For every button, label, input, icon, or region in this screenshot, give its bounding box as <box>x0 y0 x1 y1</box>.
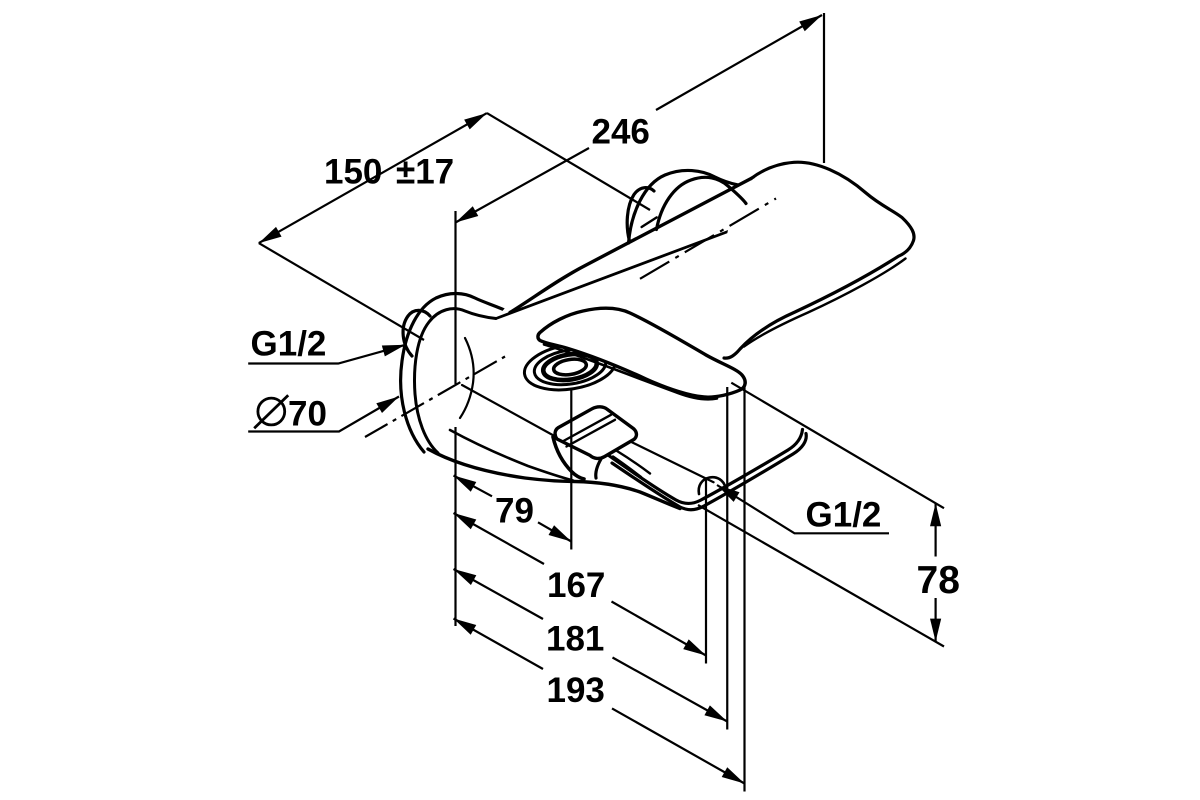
svg-text:G1/2: G1/2 <box>806 495 882 534</box>
svg-text:150: 150 <box>324 153 382 192</box>
svg-text:167: 167 <box>547 566 605 605</box>
svg-text:193: 193 <box>547 671 605 710</box>
svg-text:78: 78 <box>917 559 960 602</box>
svg-text:181: 181 <box>546 620 604 659</box>
svg-text:79: 79 <box>495 492 534 531</box>
svg-text:246: 246 <box>592 112 650 151</box>
svg-text:G1/2: G1/2 <box>251 325 327 364</box>
svg-text:70: 70 <box>288 395 327 434</box>
svg-text:±17: ±17 <box>396 153 454 192</box>
